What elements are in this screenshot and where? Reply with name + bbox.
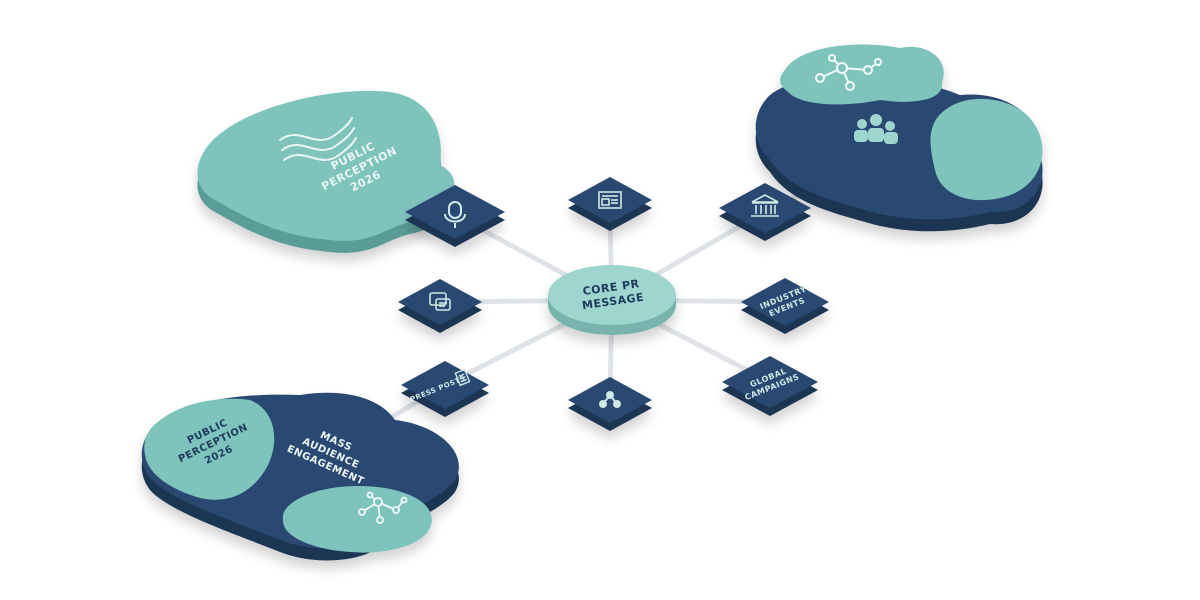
tile-social [398, 279, 482, 333]
island-bottom-left-teal-right [282, 486, 432, 553]
tile-share [568, 377, 652, 431]
island-mass-audience-bottom: PUBLIC PERCEPTION 2026 MASS AUDIENCE ENG… [141, 392, 459, 561]
island-audience-top-right [755, 44, 1043, 232]
document-icon [454, 368, 471, 387]
island-top-right-hill [780, 44, 944, 105]
core-pr-message: CORE PR MESSAGE [548, 265, 676, 335]
audience-group-icon [854, 114, 898, 144]
island-bottom-left-teal-left [144, 398, 275, 500]
tile-press-posts: PRESS POSTS [401, 361, 489, 417]
tile-industry-events: INDUSTRY EVENTS [741, 278, 829, 334]
chat-icon [429, 292, 451, 311]
tile-government [719, 183, 811, 241]
building-icon [751, 194, 779, 217]
microphone-icon [444, 201, 466, 228]
island-public-perception-top: PUBLIC PERCEPTION 2026 [197, 90, 455, 253]
tile-podcast [405, 185, 505, 247]
island-top-left-surface [197, 90, 455, 241]
island-top-right-teal-overlay [930, 98, 1043, 201]
tile-news [568, 177, 652, 231]
wave-icon [279, 117, 357, 161]
tile-global-campaigns: GLOBAL CAMPAIGNS [722, 356, 818, 416]
network-nodes-icon [815, 54, 882, 91]
share-icon [599, 391, 621, 408]
network-nodes-icon [358, 491, 408, 524]
newspaper-icon [598, 191, 622, 209]
